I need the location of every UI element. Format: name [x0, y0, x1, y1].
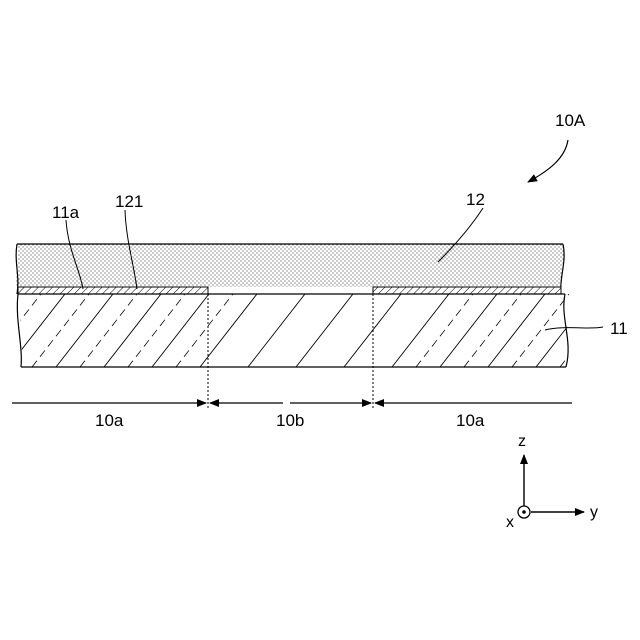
substrate-dashed-hatch-line	[32, 294, 89, 367]
x-axis-label: x	[506, 514, 514, 531]
film-121-label: 121	[115, 192, 143, 211]
substrate-hatch-line	[296, 294, 353, 367]
substrate-dashed-hatch-line	[0, 294, 41, 367]
region-middle-label: 10b	[276, 411, 304, 430]
substrate-hatch-line	[104, 294, 161, 367]
substrate-hatch-line	[632, 294, 640, 367]
substrate-dashed-hatch-line	[176, 294, 233, 367]
substrate-hatch-line	[200, 294, 257, 367]
substrate-hatch-line	[8, 294, 65, 367]
coordinate-axes: z y x	[506, 433, 598, 531]
substrate-dashed-hatch-line	[416, 294, 473, 367]
substrate-hatch-line	[392, 294, 449, 367]
substrate-dashed-hatch-line	[128, 294, 185, 367]
substrate-11	[0, 294, 640, 367]
region-boundaries	[208, 294, 373, 408]
substrate-dashed-hatch-line	[560, 294, 617, 367]
z-axis-label: z	[518, 433, 526, 450]
layer-12-label: 12	[466, 190, 485, 209]
substrate-hatch-line	[344, 294, 401, 367]
substrate-hatch-line	[440, 294, 497, 367]
substrate-hatch-line	[248, 294, 305, 367]
region-left-label: 10a	[95, 411, 124, 430]
substrate-dashed-hatch-line	[512, 294, 569, 367]
substrate-hatch-line	[488, 294, 545, 367]
substrate-hatch-line	[56, 294, 113, 367]
region-right-label: 10a	[456, 411, 485, 430]
assembly-label: 10A	[555, 111, 586, 130]
y-axis-label: y	[590, 504, 598, 521]
substrate-hatch-line	[0, 294, 17, 367]
surface-11a-label: 11a	[52, 203, 80, 222]
film-121	[18, 287, 561, 294]
leader-lines	[66, 140, 603, 330]
substrate-hatch-line	[152, 294, 209, 367]
substrate-dashed-hatch-line	[464, 294, 521, 367]
substrate-dashed-hatch-line	[80, 294, 137, 367]
substrate-11-label: 11	[610, 319, 628, 338]
